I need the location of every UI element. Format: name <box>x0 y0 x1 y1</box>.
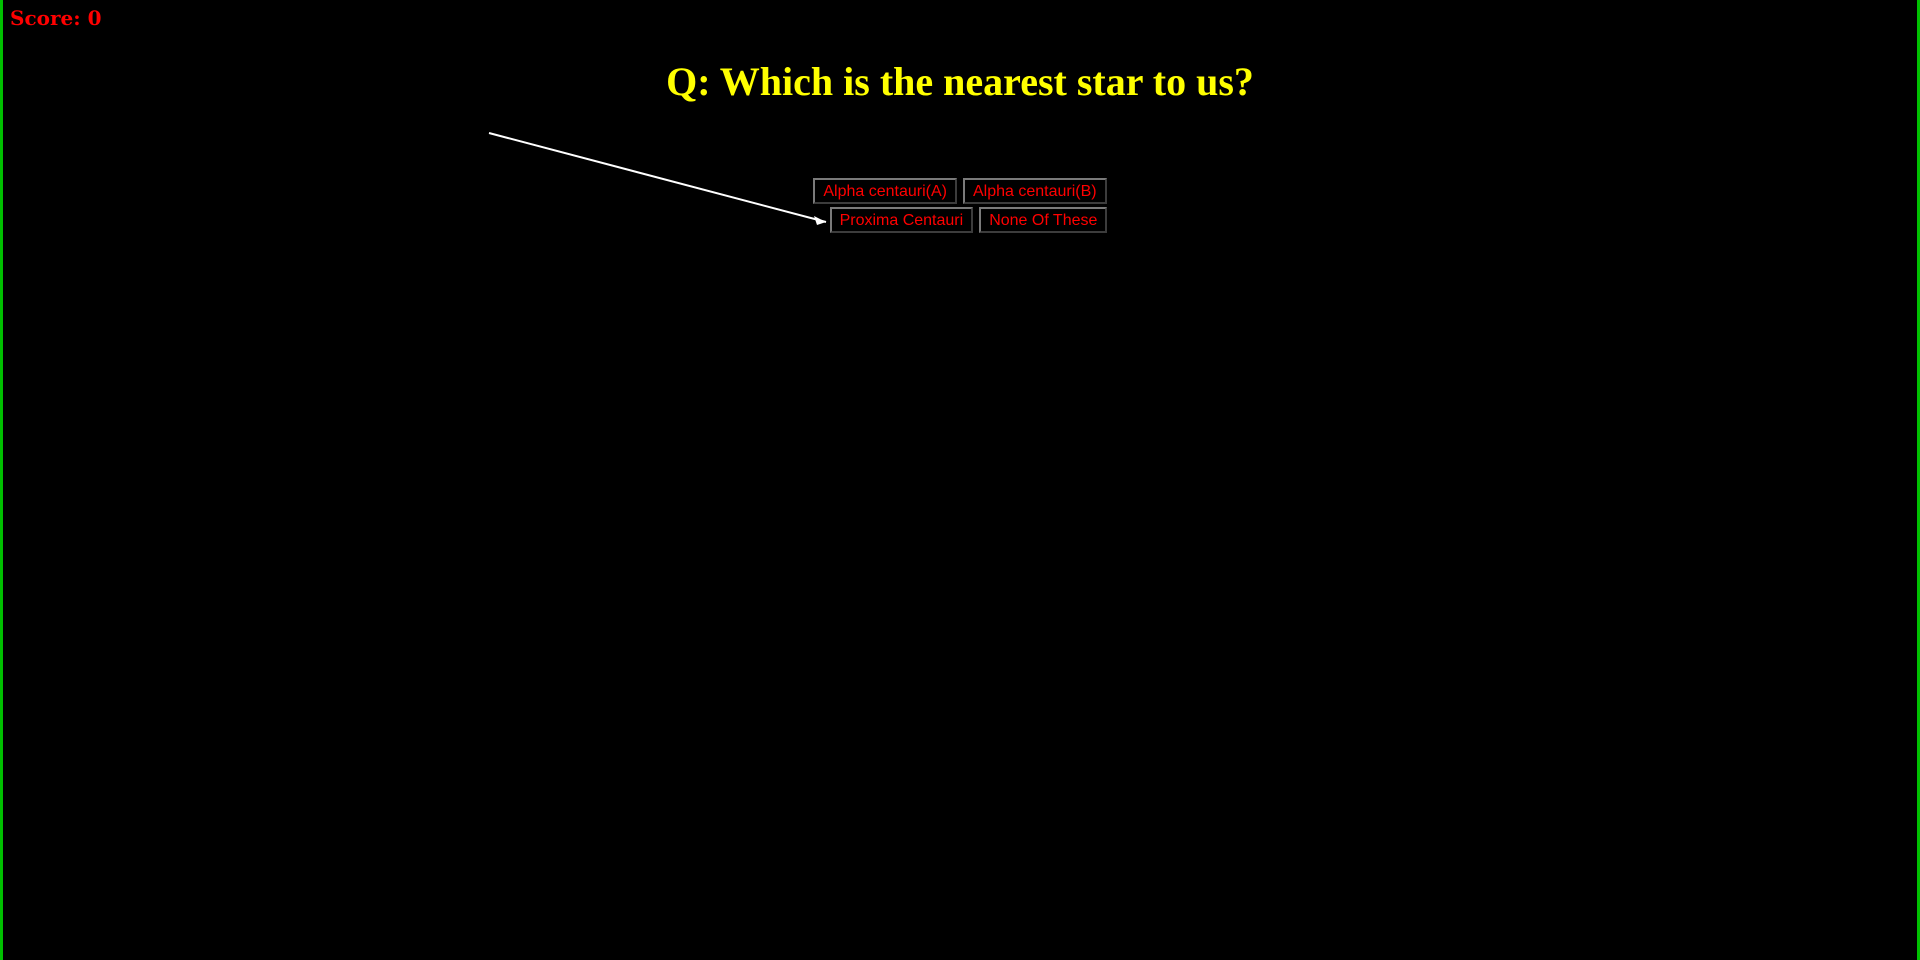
option-alpha-centauri-a-button[interactable]: Alpha centauri(A) <box>813 178 957 204</box>
left-border <box>0 0 3 960</box>
score-label: Score: 0 <box>10 6 102 30</box>
options-row-2: Proxima Centauri None Of These <box>0 207 1920 233</box>
question-text: Q: Which is the nearest star to us? <box>666 59 1254 104</box>
option-alpha-centauri-b-button[interactable]: Alpha centauri(B) <box>963 178 1107 204</box>
option-proxima-centauri-button[interactable]: Proxima Centauri <box>829 207 974 233</box>
options-row-1: Alpha centauri(A) Alpha centauri(B) <box>0 178 1920 204</box>
answer-options: Alpha centauri(A) Alpha centauri(B) Prox… <box>0 178 1920 236</box>
right-border <box>1917 0 1920 960</box>
option-none-of-these-button[interactable]: None Of These <box>979 207 1108 233</box>
